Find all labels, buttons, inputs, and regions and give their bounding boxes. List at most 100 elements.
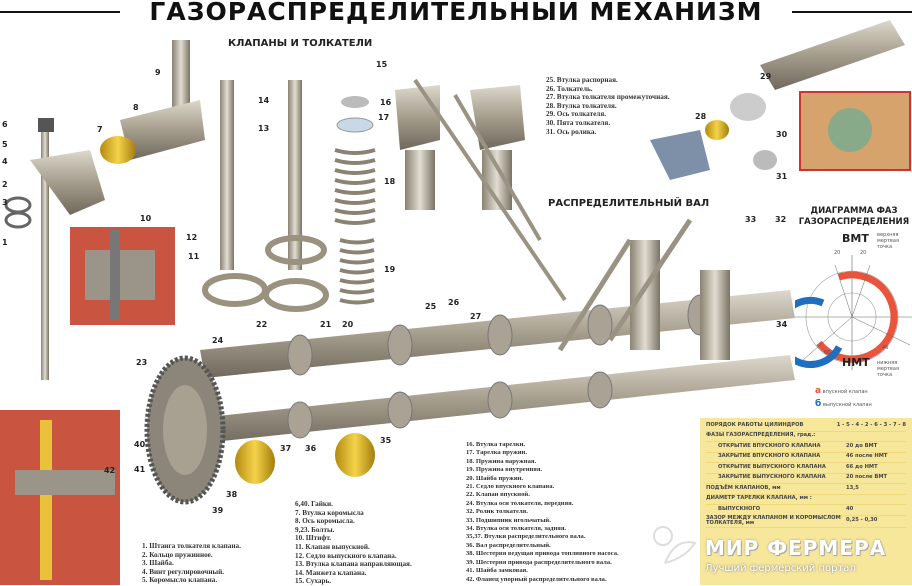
watermark-logo-icon [653,526,697,564]
spec-row: ЗАЗОР МЕЖДУ КЛАПАНОМ И КОРОМЫСЛОМ ТОЛКАТ… [706,515,906,528]
camshaft-gear [144,355,226,505]
phase-diagram [795,255,912,370]
legend-item: 19. Пружина внутренняя. [466,466,543,474]
legend-item: 25. Втулка распорная. [546,76,618,84]
legend-item: 13. Втулка клапана направляющая. [295,560,412,569]
phase-diagram-title-line: ДИАГРАММА ФАЗ [810,206,898,216]
legend-item: 14. Манжета клапана. [295,568,367,577]
legend-item: 12. Седло выпускного клапана. [295,551,397,560]
phase-diagram-title-line: ГАЗОРАСПРЕДЕЛЕНИЯ [798,217,910,227]
legend-item: 28. Втулка толкателя. [546,101,617,110]
callout: 22 [256,320,268,329]
legend-item: 22. Клапан впускной. [466,491,530,499]
legend-3: 16. Втулка тарелки. 17. Тарелка пружин. … [466,441,619,584]
callout: 16 [380,98,392,107]
camshaft-bushing-37 [235,440,275,484]
callout: 30 [776,130,788,139]
roller-tappets [557,218,730,360]
tappets [395,78,567,302]
exhaust-key-letter: б [815,399,822,409]
legend-item: 3. Шайба. [142,559,174,568]
callout: 41 [134,465,146,474]
legend-item: 33. Подшипник игольчатый. [466,516,551,524]
legend-exhaust: б выпускной клапан [815,399,872,411]
intake-phase-arc [816,271,898,363]
legend-item: 10. Штифт. [295,534,332,543]
callout: 27 [470,312,482,321]
callout: 10 [140,214,152,223]
spec-label: ДИАМЕТР ТАРЕЛКИ КЛАПАНА, мм : [706,495,812,502]
legend-item: 38. Шестерня ведущая привода топливного … [466,550,619,558]
legend-item: 42. Фланец упорный распределительного ва… [466,575,607,583]
callout: 29 [760,72,772,81]
angle-label: 66 [824,350,831,356]
bdc-note: нижняя мертвая точка [877,360,899,378]
callout: 14 [258,96,270,105]
phase-diagram-title: ДИАГРАММА ФАЗ ГАЗОРАСПРЕДЕЛЕНИЯ [796,206,912,228]
legend-item: 18. Пружина наружная. [466,457,537,465]
tdc-label: ВМТ [842,232,869,245]
callout: 31 [776,172,788,181]
spec-label: ОТКРЫТИЕ ВЫПУСКНОГО КЛАПАНА [718,463,826,470]
callout: 11 [188,252,200,261]
legend-item: 21. Седло впускного клапана. [466,483,555,491]
spec-label: ФАЗЫ ГАЗОРАСПРЕДЕЛЕНИЯ, град.: [706,432,816,439]
legend-item: 4. Винт регулировочный. [142,567,225,576]
watermark-subtitle: Лучший фермерский портал [705,563,856,574]
spec-value: 40 [846,505,854,512]
angle-label: 20 [860,250,867,256]
spec-row: ДИАМЕТР ТАРЕЛКИ КЛАПАНА, мм : [706,495,906,505]
exhaust-key-label: выпускной клапан [822,402,872,408]
callout: 13 [258,124,270,133]
legend-intake: а впускной клапан [815,386,868,398]
callout: 26 [448,298,460,307]
callout: 2 [2,180,8,189]
callout: 35 [380,436,392,445]
spec-value: 1 - 5 - 4 - 2 - 6 - 3 - 7 - 8 [836,421,906,428]
watermark-title: МИР ФЕРМЕРА [705,536,887,560]
legend-item: 11. Клапан выпускной. [295,542,370,551]
spec-row: ЗАКРЫТИЕ ВЫПУСКНОГО КЛАПАНА 20 после ВМТ [706,474,906,484]
callout: 40 [134,440,146,449]
spec-label: ЗАКРЫТИЕ ВПУСКНОГО КЛАПАНА [718,453,821,460]
callout: 42 [104,466,116,475]
callout: 15 [376,60,388,69]
callout: 39 [212,506,224,515]
legend-item: 39. Шестерня привода распределительного … [466,558,612,566]
callout: 8 [133,103,139,112]
legend-item: 27. Втулка толкателя промежуточная. [546,93,670,102]
camshaft-bushing-35 [335,433,375,477]
pushrod-assembly [4,118,105,380]
callout: 38 [226,490,238,499]
cutaway-inset-rocker [70,227,175,325]
callout: 37 [280,444,292,453]
callout: 21 [320,320,332,329]
section-title-camshaft: РАСПРЕДЕЛИТЕЛЬНЫЙ ВАЛ [548,198,710,209]
spec-value: 20 после ВМТ [846,474,888,481]
section-title-valves: КЛАПАНЫ И ТОЛКАТЕЛИ [228,38,373,49]
callout: 18 [384,177,396,186]
cutaway-inset-gear [0,410,120,585]
legend-item: 30. Пята толкателя. [546,118,611,127]
legend-item: 26. Толкатель. [546,84,593,93]
angle-label: 46 [882,345,889,351]
spec-label: ПОДЪЁМ КЛАПАНОВ, мм [706,484,781,491]
callout: 32 [775,215,787,224]
spec-label: ОТКРЫТИЕ ВПУСКНОГО КЛАПАНА [718,442,821,449]
spec-value: 0,25 - 0,30 [846,517,878,524]
legend-item: 41. Шайба замковая. [466,567,528,575]
callout: 24 [212,336,224,345]
callout: 28 [695,112,707,121]
callout: 9 [155,68,161,77]
legend-item: 31. Ось ролика. [546,127,597,136]
legend-2: 6,40. Гайки. 7. Втулка коромысла 8. Ось … [295,500,412,586]
legend-item: 9,23. Болты. [295,525,335,534]
callout: 17 [378,113,390,122]
intake-key-letter: а [815,386,822,396]
legend-item: 24. Втулка оси толкателя, передняя. [466,499,574,507]
spec-label: ЗАКРЫТИЕ ВЫПУСКНОГО КЛАПАНА [718,474,826,481]
